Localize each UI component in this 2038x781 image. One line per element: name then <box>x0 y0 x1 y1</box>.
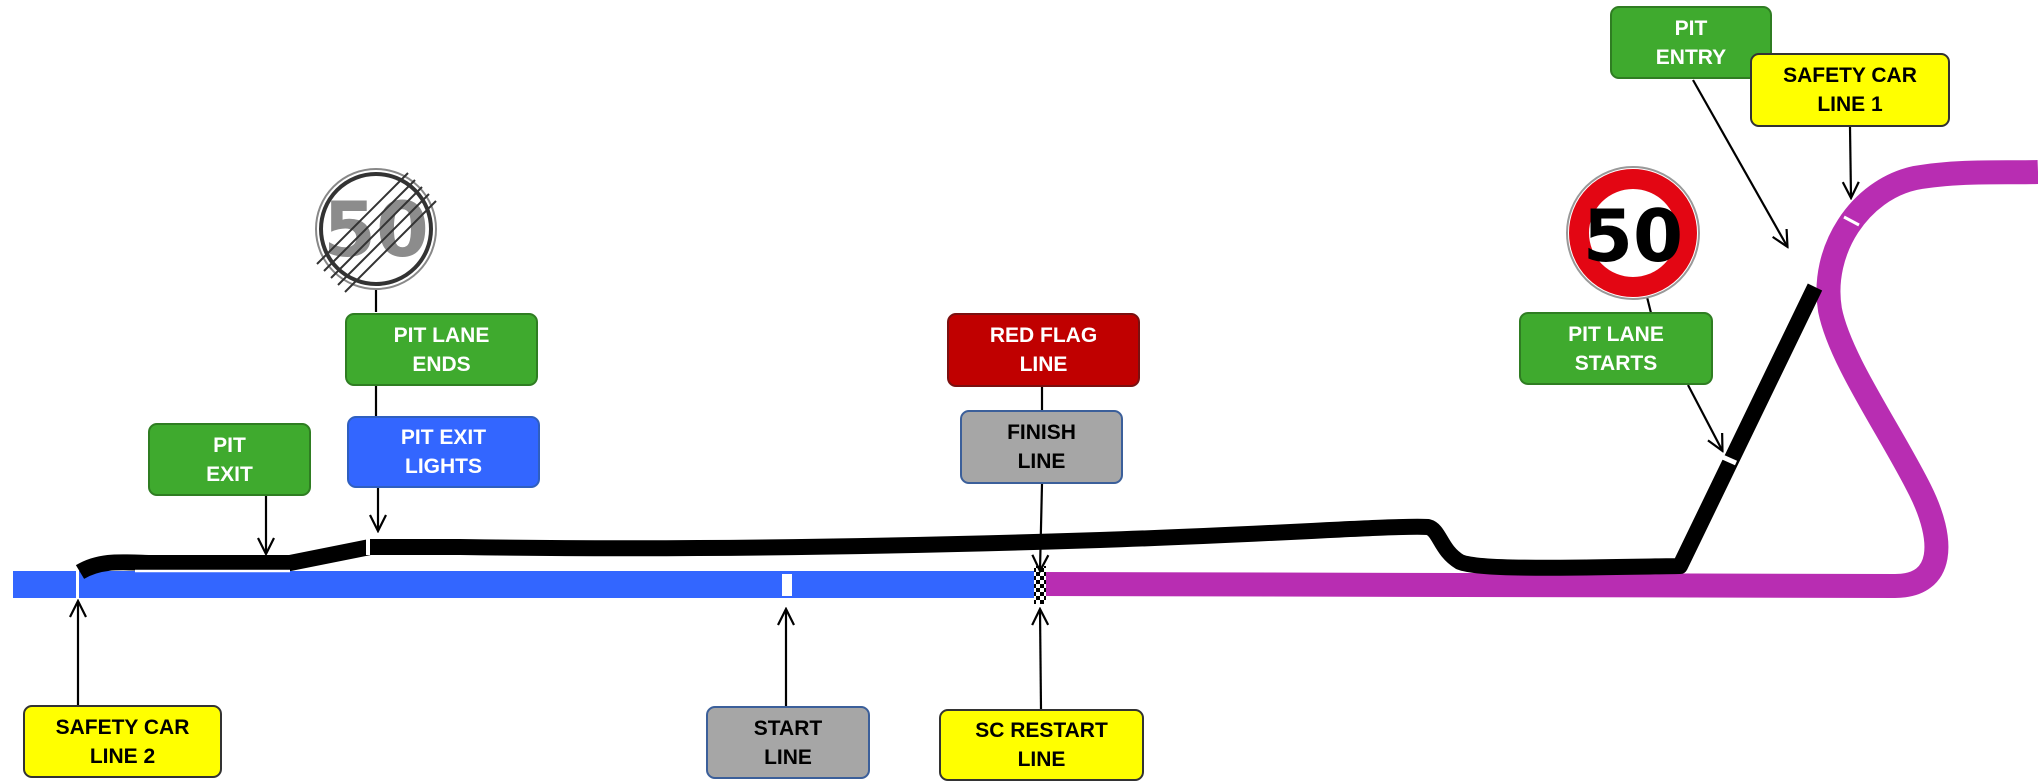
safety-car-line-1-arrow <box>1850 126 1851 197</box>
finish-line-arrow <box>1040 483 1042 570</box>
safety-car-line-1-mark <box>1843 215 1860 227</box>
speed-limit-value: 50 <box>1583 194 1683 278</box>
speed-sign-pole <box>1645 296 1653 314</box>
track-loop <box>1039 160 2038 598</box>
speed-limit-sign: 50 <box>1566 166 1700 300</box>
end-speed-limit-sign: 50 <box>315 168 437 293</box>
main-straight <box>13 571 1038 598</box>
pit-lane <box>75 283 1823 580</box>
pit-entry-arrow <box>1692 79 1787 246</box>
end-speed-limit-value: 50 <box>323 185 429 274</box>
sc-restart-line-arrow <box>1040 610 1041 710</box>
safety-car-line-2-mark <box>76 571 79 598</box>
pit-lane-starts-arrow <box>1687 384 1722 450</box>
pit-exit-lights-mark <box>366 537 370 555</box>
finish-line-checker <box>1034 566 1046 604</box>
start-line-mark <box>782 574 792 596</box>
pit-lane-starts-mark <box>1716 452 1738 466</box>
